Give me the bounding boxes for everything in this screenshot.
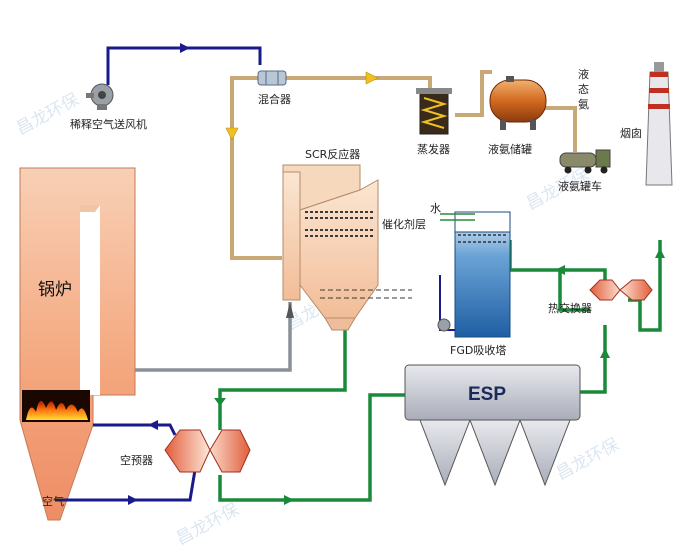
air-preheater: 空预器 xyxy=(120,429,251,473)
water-label: 水 xyxy=(430,202,441,215)
svg-text:昌龙环保: 昌龙环保 xyxy=(13,90,82,140)
ammonia-tank-label: 液氨储罐 xyxy=(488,142,532,156)
flue-flow-arrows xyxy=(214,248,665,505)
liquid-ammonia-char-2: 态 xyxy=(578,83,589,96)
scr-reactor-label: SCR反应器 xyxy=(305,147,360,161)
boiler: 锅炉 xyxy=(19,167,136,521)
evaporator-label: 蒸发器 xyxy=(417,142,450,156)
ammonia-truck-label: 液氨罐车 xyxy=(558,179,602,193)
esp: ESP xyxy=(404,364,581,487)
dilution-fan-label: 稀释空气送风机 xyxy=(70,117,147,131)
ammonia-pipes xyxy=(230,70,577,260)
evaporator: 蒸发器 xyxy=(416,88,452,156)
ammonia-tank: 液氨储罐 xyxy=(488,76,547,156)
liquid-ammonia-char-3: 氨 xyxy=(578,98,589,111)
chimney: 烟囱 xyxy=(620,62,673,186)
fan-icon: 稀释空气送风机 xyxy=(70,83,147,131)
catalyst-layer xyxy=(305,211,373,237)
mixer-label: 混合器 xyxy=(258,92,291,106)
esp-label: ESP xyxy=(468,384,506,405)
fgd-tower: 水 FGD吸收塔 xyxy=(430,202,511,357)
chimney-label: 烟囱 xyxy=(620,126,642,140)
flame-icon xyxy=(22,390,90,422)
tanker-truck-icon: 液氨罐车 xyxy=(558,149,611,193)
liquid-ammonia-label: 液 态 氨 xyxy=(578,67,589,111)
boiler-label: 锅炉 xyxy=(38,280,72,300)
svg-text:昌龙环保: 昌龙环保 xyxy=(553,435,622,485)
liquid-ammonia-char-1: 液 xyxy=(578,67,589,81)
air-preheater-label: 空预器 xyxy=(120,453,153,467)
heat-exchanger-label: 热交换器 xyxy=(548,301,592,315)
air-label: 空气 xyxy=(42,494,64,508)
mixer: 混合器 xyxy=(257,70,291,106)
heat-exchanger: 热交换器 xyxy=(548,279,653,315)
catalyst-layer-label: 催化剂层 xyxy=(382,217,426,231)
svg-text:昌龙环保: 昌龙环保 xyxy=(173,500,242,550)
air-flow-arrows xyxy=(128,43,190,505)
ammonia-flow-arrows xyxy=(225,71,379,141)
fgd-tower-label: FGD吸收塔 xyxy=(450,343,506,357)
scr-reactor: SCR反应器 催化剂层 xyxy=(282,147,426,331)
